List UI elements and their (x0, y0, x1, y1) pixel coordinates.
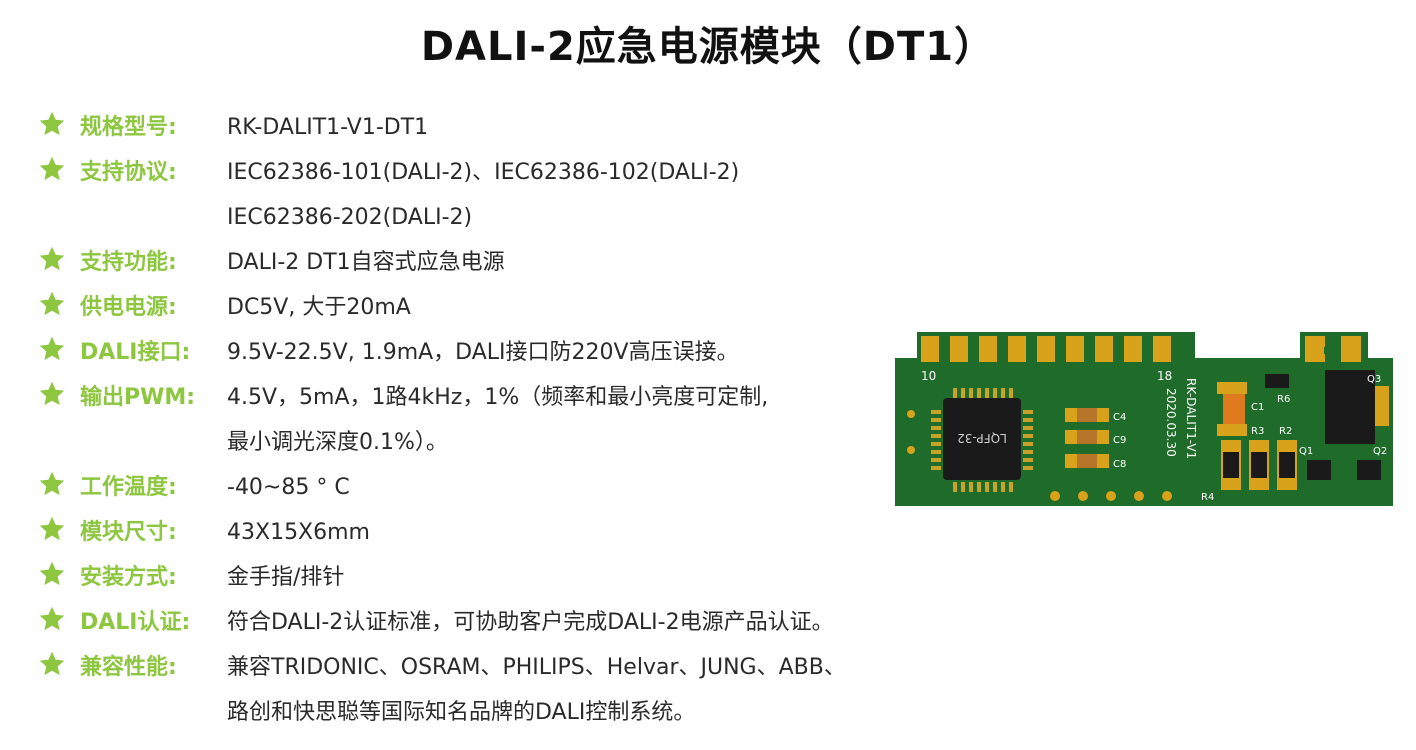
spec-value: DALI-2 DT1自容式应急电源 (227, 250, 505, 275)
star-icon (39, 606, 65, 631)
spec-label: DALI接口: (80, 340, 191, 365)
svg-text:C8: C8 (1113, 459, 1126, 470)
spec-value: 4.5V，5mA，1路4kHz，1%（频率和最小亮度可定制, (227, 385, 769, 410)
svg-text:DA: DA (1323, 346, 1338, 357)
spec-row-pwm: 输出PWM: 4.5V，5mA，1路4kHz，1%（频率和最小亮度可定制, (0, 378, 1000, 418)
spec-row-size: 模块尺寸: 43X15X6mm (0, 513, 1000, 553)
svg-text:R4: R4 (1201, 492, 1214, 503)
spec-label: 工作温度: (80, 475, 177, 500)
svg-text:C4: C4 (1113, 412, 1126, 423)
svg-text:10: 10 (921, 369, 936, 383)
svg-text:LQFP-32: LQFP-32 (957, 431, 1007, 445)
spec-label: 规格型号: (80, 115, 177, 140)
spec-row-function: 支持功能: DALI-2 DT1自容式应急电源 (0, 243, 1000, 283)
svg-text:R6: R6 (1277, 394, 1290, 405)
svg-text:Q3: Q3 (1367, 374, 1381, 385)
spec-value: 符合DALI-2认证标准，可协助客户完成DALI-2电源产品认证。 (227, 610, 834, 635)
svg-text:RK-DALIT1-V1: RK-DALIT1-V1 (1184, 378, 1198, 459)
svg-text:C1: C1 (1251, 402, 1264, 413)
svg-text:Q2: Q2 (1373, 446, 1387, 457)
spec-value: 43X15X6mm (227, 520, 370, 545)
spec-value: 兼容TRIDONIC、OSRAM、PHILIPS、Helvar、JUNG、ABB… (227, 655, 846, 680)
spec-label: 兼容性能: (80, 655, 177, 680)
spec-row-protocol: 支持协议: IEC62386-101(DALI-2)、IEC62386-102(… (0, 153, 1000, 193)
spec-value-continued: IEC62386-202(DALI-2) (227, 205, 473, 230)
svg-text:Q1: Q1 (1299, 446, 1313, 457)
star-icon (39, 291, 65, 316)
spec-value: IEC62386-101(DALI-2)、IEC62386-102(DALI-2… (227, 160, 740, 185)
spec-label: 支持协议: (80, 160, 177, 185)
star-icon (39, 246, 65, 271)
spec-value: -40~85 ° C (227, 475, 350, 500)
spec-value-continued: 路创和快思聪等国际知名品牌的DALI控制系统。 (227, 700, 696, 725)
spec-row-temperature: 工作温度: -40~85 ° C (0, 468, 1000, 508)
spec-row-certification: DALI认证: 符合DALI-2认证标准，可协助客户完成DALI-2电源产品认证… (0, 603, 1000, 643)
svg-text:18: 18 (1157, 369, 1172, 383)
star-icon (39, 471, 65, 496)
svg-text:R3: R3 (1251, 426, 1264, 437)
spec-label: 模块尺寸: (80, 520, 177, 545)
star-icon (39, 381, 65, 406)
page-title: DALI-2应急电源模块（DT1） (420, 24, 996, 70)
spec-label: DALI认证: (80, 610, 191, 635)
svg-text:C9: C9 (1113, 435, 1126, 446)
spec-label: 安装方式: (80, 565, 177, 590)
spec-value: DC5V, 大于20mA (227, 295, 411, 320)
spec-label: 输出PWM: (80, 385, 196, 410)
spec-row-mounting: 安装方式: 金手指/排针 (0, 558, 1000, 598)
spec-value: 9.5V-22.5V, 1.9mA，DALI接口防220V高压误接。 (227, 340, 739, 365)
pcb-module-image: 10 18 DA LQFP-32 C4 C9 C8 RK-DALIT1-V1 2… (895, 332, 1393, 506)
spec-row-power: 供电电源: DC5V, 大于20mA (0, 288, 1000, 328)
star-icon (39, 111, 65, 136)
star-icon (39, 516, 65, 541)
star-icon (39, 651, 65, 676)
star-icon (39, 156, 65, 181)
star-icon (39, 561, 65, 586)
svg-text:R2: R2 (1279, 426, 1292, 437)
spec-value: RK-DALIT1-V1-DT1 (227, 115, 429, 140)
spec-row-dali-interface: DALI接口: 9.5V-22.5V, 1.9mA，DALI接口防220V高压误… (0, 333, 1000, 373)
spec-label: 供电电源: (80, 295, 177, 320)
spec-value-continued: 最小调光深度0.1%）。 (227, 430, 448, 455)
spec-label: 支持功能: (80, 250, 177, 275)
svg-text:2020.03.30: 2020.03.30 (1164, 388, 1178, 457)
star-icon (39, 336, 65, 361)
spec-row-compatibility: 兼容性能: 兼容TRIDONIC、OSRAM、PHILIPS、Helvar、JU… (0, 648, 1000, 688)
spec-value: 金手指/排针 (227, 565, 345, 590)
spec-row-model: 规格型号: RK-DALIT1-V1-DT1 (0, 108, 1000, 148)
